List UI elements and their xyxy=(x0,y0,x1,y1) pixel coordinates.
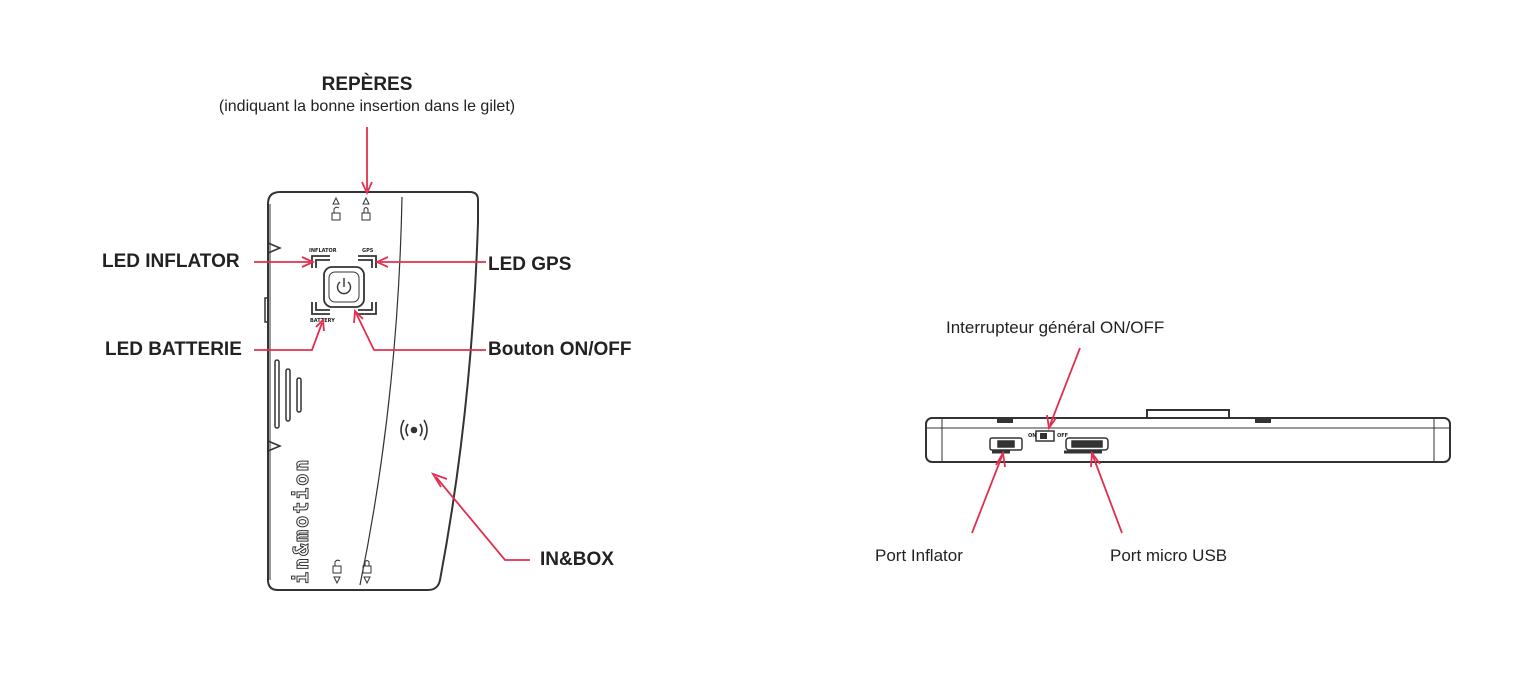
main-switch: ON OFF xyxy=(1028,430,1068,442)
unlock-icon xyxy=(332,559,342,574)
bottom-markers xyxy=(332,559,372,585)
led-battery-bracket xyxy=(311,302,330,315)
switch-text-off: OFF xyxy=(1057,433,1068,439)
reperes-title: REPÈRES xyxy=(321,74,413,95)
side-callouts xyxy=(971,347,1123,534)
lock-icon xyxy=(361,207,371,221)
top-markers xyxy=(331,196,371,221)
led-gps-bracket xyxy=(358,255,377,268)
led-brackets xyxy=(311,255,377,315)
nfc-wave-icon xyxy=(400,419,428,441)
inflator-port xyxy=(989,437,1023,454)
unlock-icon xyxy=(331,206,341,221)
power-icon xyxy=(336,278,352,295)
triangle-marker-icon xyxy=(362,196,370,205)
led-inflator-bracket xyxy=(311,255,330,268)
label-port-inflator: Port Inflator xyxy=(875,546,963,565)
label-led-batterie: LED BATTERIE xyxy=(105,339,242,360)
label-port-micro-usb: Port micro USB xyxy=(1110,546,1228,565)
label-inbox: IN&BOX xyxy=(540,549,614,570)
triangle-marker-icon xyxy=(363,576,371,585)
brand-logo: in&motion xyxy=(289,458,313,584)
label-led-inflator: LED INFLATOR xyxy=(102,251,240,272)
device-text-gps: GPS xyxy=(362,248,374,254)
triangle-marker-icon xyxy=(333,576,341,585)
side-notches xyxy=(264,242,282,452)
reperes-subtitle: (indiquant la bonne insertion dans le gi… xyxy=(218,98,516,115)
power-button[interactable] xyxy=(323,266,365,308)
label-bouton-on-off: Bouton ON/OFF xyxy=(488,339,632,360)
grille-slots xyxy=(274,359,302,429)
side-device-body xyxy=(925,409,1451,463)
switch-text-on: ON xyxy=(1028,433,1036,439)
label-interrupteur: Interrupteur général ON/OFF xyxy=(946,318,1165,337)
triangle-marker-icon xyxy=(332,196,340,205)
device-text-inflator: INFLATOR xyxy=(309,248,337,254)
front-device-body xyxy=(267,191,479,591)
lock-icon xyxy=(362,560,372,574)
micro-usb-port xyxy=(1064,437,1109,454)
front-callouts xyxy=(254,127,530,561)
label-led-gps: LED GPS xyxy=(488,254,572,275)
